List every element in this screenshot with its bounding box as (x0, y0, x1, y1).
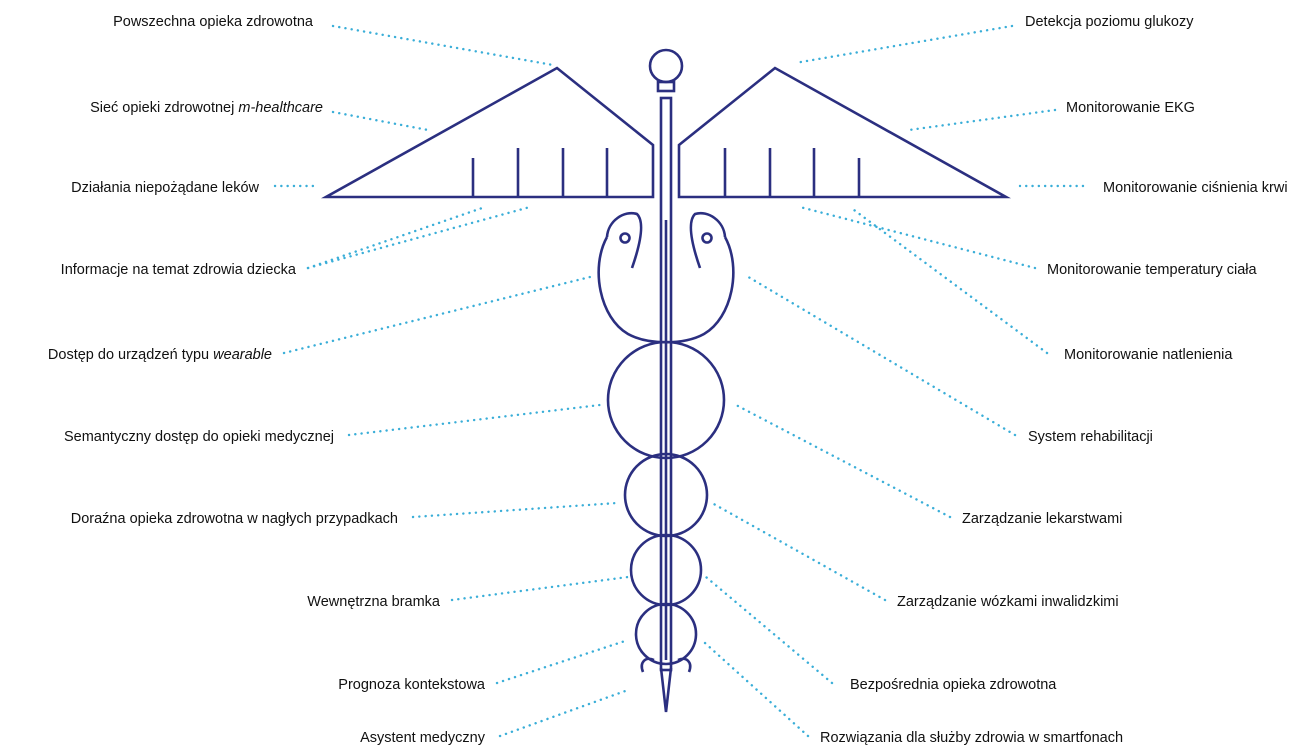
label-siec-m-healthcare: Sieć opieki zdrowotnej m-healthcare (90, 100, 323, 116)
caduceus-symbol (326, 50, 1006, 712)
connector-line (284, 277, 590, 353)
connectors-right (705, 26, 1083, 736)
label-dzialania-niepozadane: Działania niepożądane leków (71, 180, 259, 196)
right-snake-head (691, 213, 725, 268)
connector-line (500, 690, 628, 736)
connector-line (909, 110, 1055, 130)
label-asystent-medyczny: Asystent medyczny (360, 730, 486, 745)
connector-line (308, 207, 530, 268)
connector-line (413, 503, 617, 517)
label-monitorowanie-ekg: Monitorowanie EKG (1066, 100, 1195, 116)
label-system-rehabilitacji: System rehabilitacji (1028, 429, 1153, 445)
connector-line (333, 112, 428, 130)
label-bezposrednia-opieka: Bezpośrednia opieka zdrowotna (850, 677, 1057, 693)
connector-line (706, 577, 832, 683)
connector-line (745, 275, 1015, 435)
right-snake-eye (703, 234, 712, 243)
labels-right: Detekcja poziomu glukozy Monitorowanie E… (820, 14, 1288, 745)
left-wing-feathers (473, 148, 607, 197)
connector-line (736, 405, 950, 517)
label-detekcja-glukozy: Detekcja poziomu glukozy (1025, 14, 1194, 30)
label-prognoza-kontekstowa: Prognoza kontekstowa (338, 677, 486, 693)
connector-line (308, 207, 485, 268)
staff-collar (658, 82, 674, 91)
label-dorazna-opieka: Doraźna opieka zdrowotna w nagłych przyp… (71, 511, 398, 527)
label-zarzadzanie-lekarstwami: Zarządzanie lekarstwami (962, 511, 1122, 527)
connector-line (850, 207, 1047, 353)
connector-line (705, 643, 808, 736)
connector-line (795, 26, 1012, 63)
label-monitorowanie-natlenienia: Monitorowanie natlenienia (1064, 347, 1233, 363)
right-wing-feathers (725, 148, 859, 197)
label-informacje-zdrowie-dziecka: Informacje na temat zdrowia dziecka (61, 262, 297, 278)
staff-tip (661, 668, 671, 712)
connector-line (712, 503, 885, 600)
label-monitorowanie-cisnienia: Monitorowanie ciśnienia krwi (1103, 180, 1288, 196)
left-wing (326, 68, 653, 197)
label-powszechna-opieka: Powszechna opieka zdrowotna (113, 14, 314, 30)
label-wewnetrzna-bramka: Wewnętrzna bramka (307, 594, 441, 610)
connector-line (452, 577, 628, 600)
label-rozwiazania-smartfony: Rozwiązania dla służby zdrowia w smartfo… (820, 730, 1123, 745)
connector-line (800, 207, 1035, 268)
connectors-left (275, 26, 628, 736)
staff-knob (650, 50, 682, 82)
label-semantyczny-dostep: Semantyczny dostęp do opieki medycznej (64, 429, 334, 445)
left-snake-eye (621, 234, 630, 243)
connector-line (333, 26, 553, 65)
label-dostep-wearable: Dostęp do urządzeń typu wearable (48, 347, 272, 363)
left-snake-head (607, 213, 641, 268)
right-wing (679, 68, 1006, 197)
connector-line (497, 640, 628, 683)
label-monitorowanie-temperatury: Monitorowanie temperatury ciała (1047, 262, 1257, 278)
label-zarzadzanie-wozkami: Zarządzanie wózkami inwalidzkimi (897, 594, 1119, 610)
labels-left: Powszechna opieka zdrowotna Sieć opieki … (48, 14, 486, 745)
connector-line (349, 405, 600, 435)
